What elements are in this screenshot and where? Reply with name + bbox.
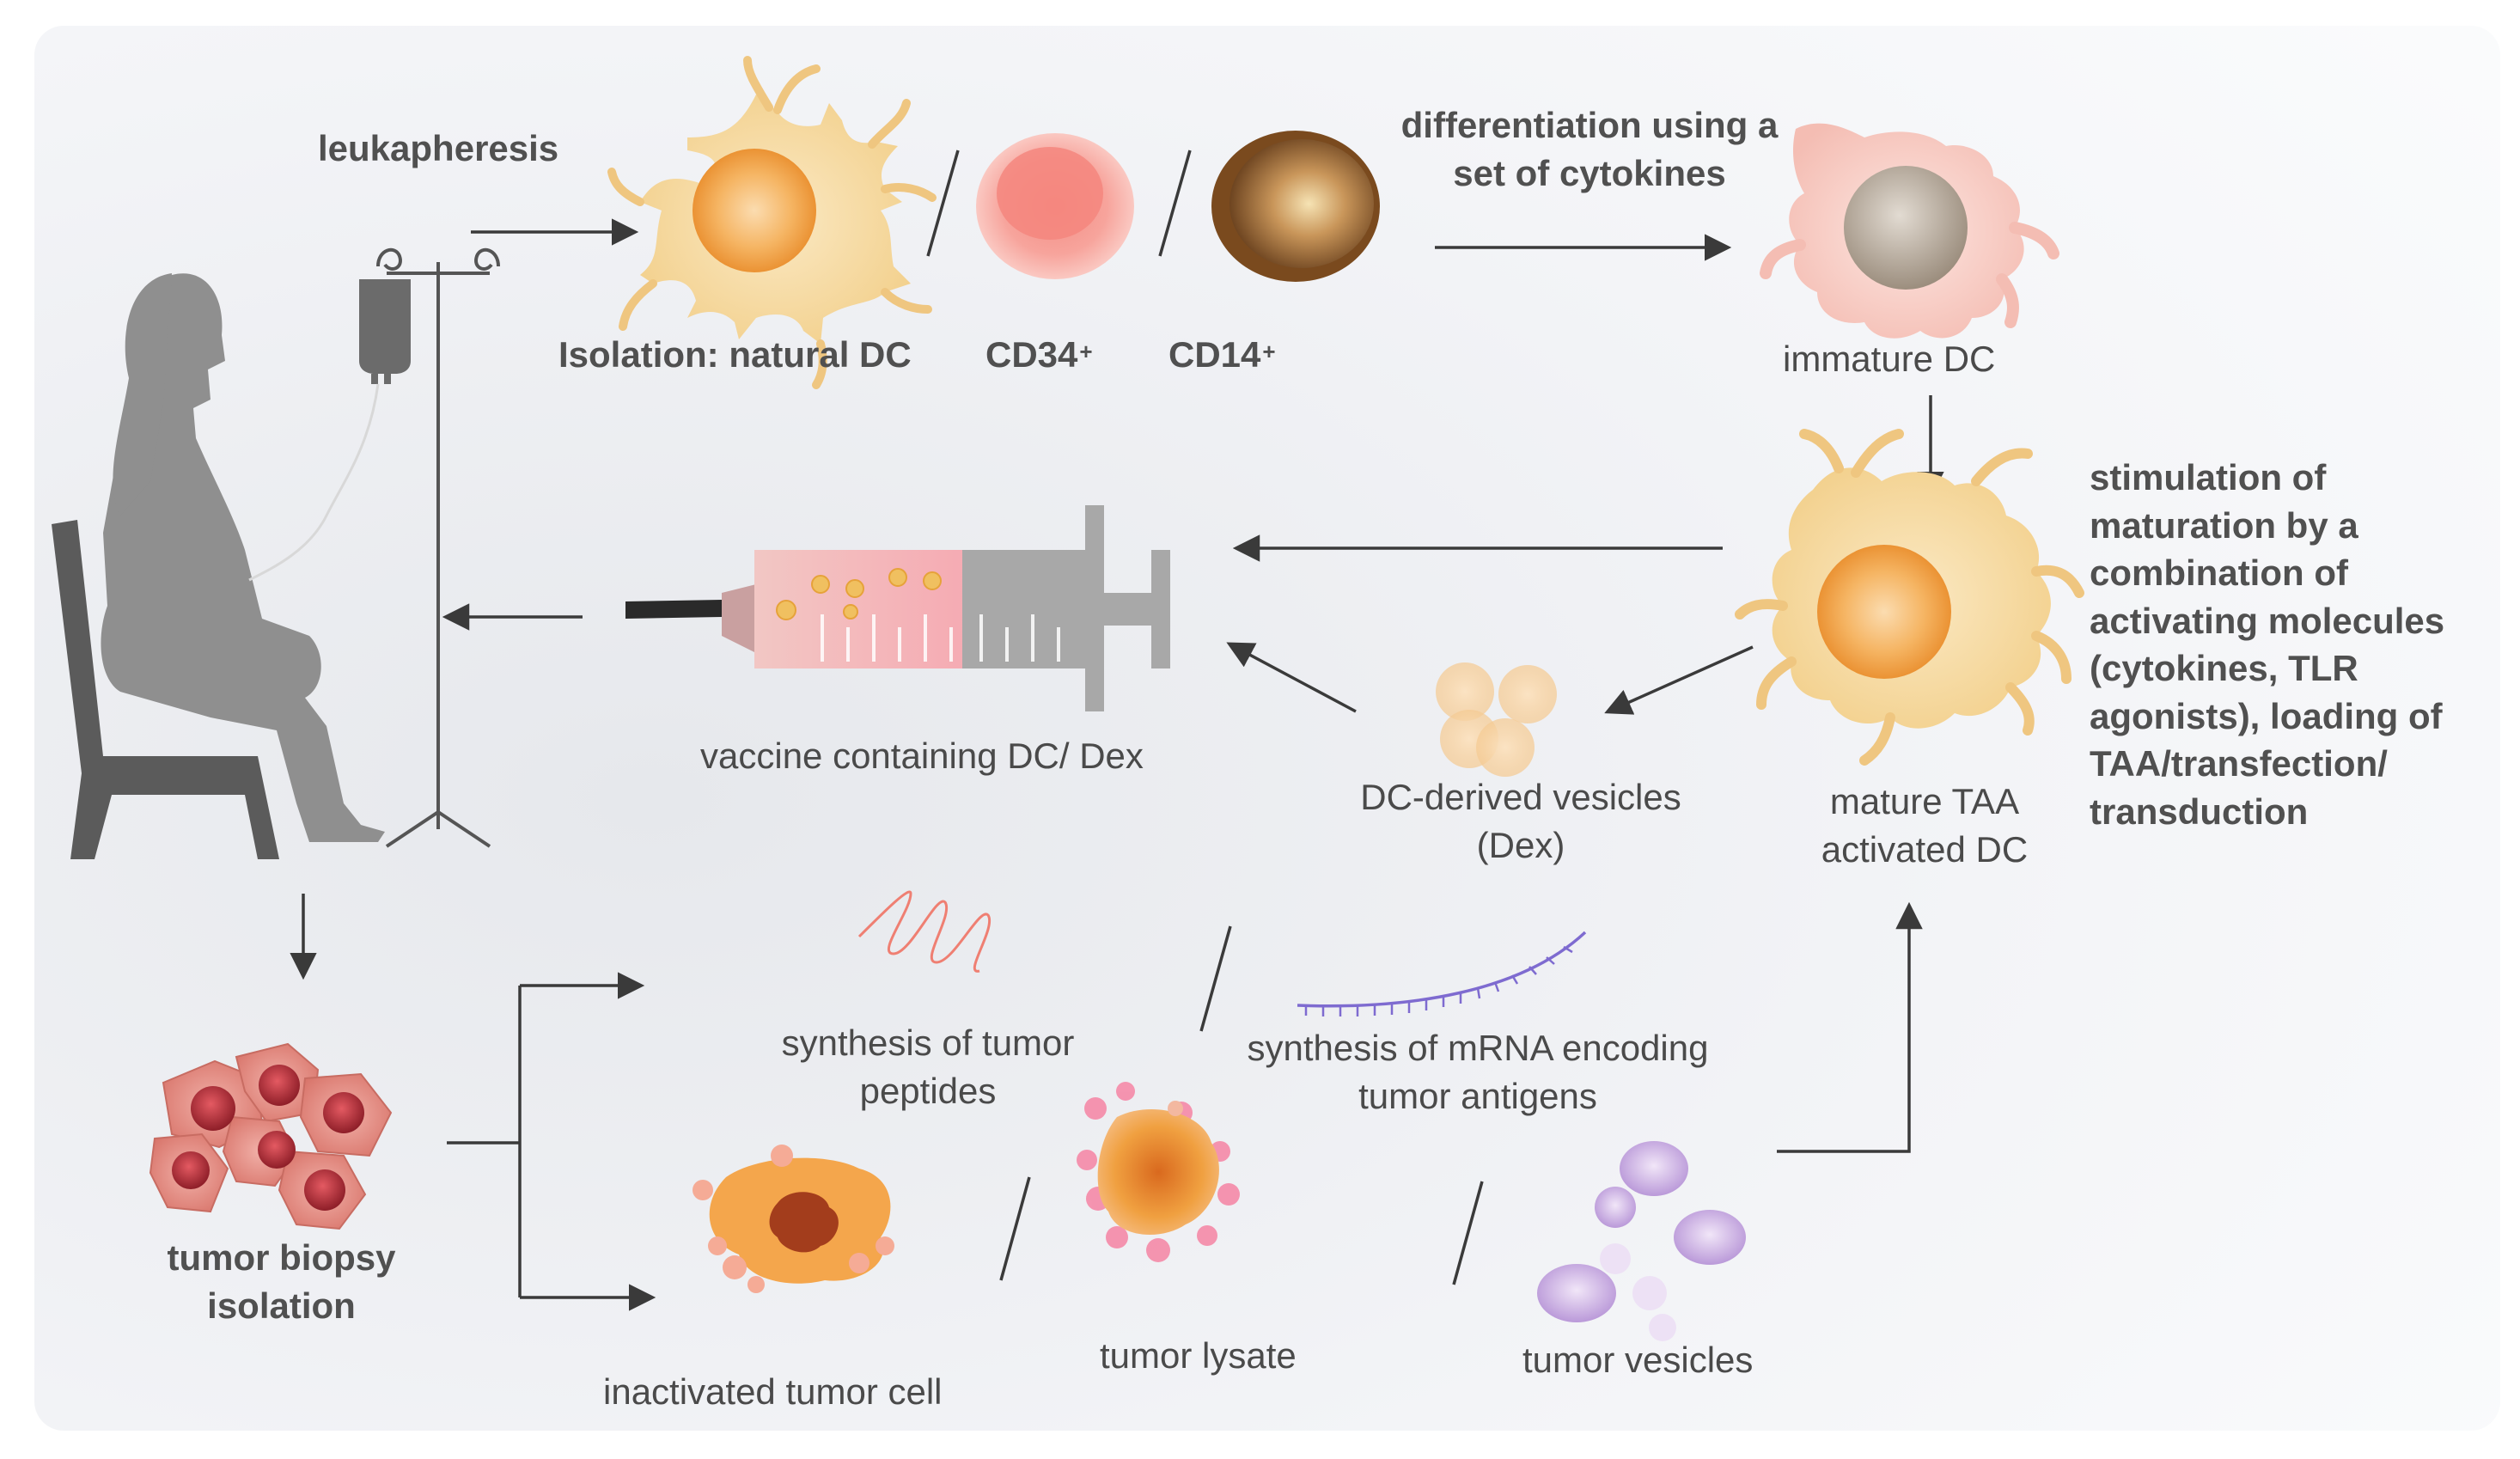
- flow-arrows: [290, 218, 1944, 1311]
- dex-vesicles: [1436, 662, 1557, 777]
- tumor-lysate-label: tumor lysate: [1100, 1335, 1297, 1376]
- mrna-line-1: synthesis of mRNA encoding: [1247, 1028, 1709, 1068]
- peptides-line-1: synthesis of tumor: [781, 1023, 1075, 1063]
- peptides-label: synthesis of tumor peptides: [752, 1019, 1104, 1115]
- mrna-line-2: tumor antigens: [1358, 1076, 1597, 1116]
- differentiation-label: differentiation using a set of cytokines: [1366, 101, 1813, 198]
- stimulation-line: (cytokines, TLR: [2090, 648, 2358, 688]
- mrna-label: synthesis of mRNA encoding tumor antigen…: [1220, 1024, 1736, 1120]
- cd14-superscript: +: [1262, 339, 1276, 364]
- inactivated-tumor-cell-label: inactivated tumor cell: [603, 1371, 943, 1412]
- leukapheresis-label: leukapheresis: [318, 128, 559, 168]
- immature-dc-label: immature DC: [1783, 339, 1996, 379]
- background-panel: [34, 26, 2500, 1431]
- natural-dc-cell: [607, 56, 937, 389]
- stimulation-line: combination of: [2090, 552, 2348, 593]
- syringe: [625, 505, 1170, 711]
- tumor-vesicles: [1537, 1141, 1746, 1341]
- immature-dc-cell: [1760, 123, 2059, 339]
- stimulation-line: agonists), loading of: [2090, 695, 2443, 736]
- dex-line-2: (Dex): [1476, 825, 1565, 865]
- peptides-line-2: peptides: [859, 1071, 997, 1111]
- iv-stand: [248, 247, 500, 848]
- stimulation-line: stimulation of: [2090, 457, 2327, 498]
- vaccine-label: vaccine containing DC/ Dex: [700, 736, 1144, 776]
- cd14-label: CD14+: [1168, 331, 1276, 379]
- cd34-label: CD34+: [985, 331, 1093, 379]
- isolation-natural-dc-label: Isolation: natural DC: [558, 334, 912, 375]
- mrna-strand: [1297, 931, 1587, 1016]
- cd34-cell: [976, 133, 1134, 279]
- differentiation-line-2: set of cytokines: [1453, 153, 1726, 193]
- cd14-cell: [1211, 131, 1380, 282]
- tumor-vesicles-label: tumor vesicles: [1522, 1340, 1754, 1380]
- tumor-biopsy-line-2: isolation: [207, 1285, 356, 1326]
- cd34-superscript: +: [1079, 339, 1093, 364]
- mature-dc-label: mature TAA activated DC: [1787, 778, 2062, 874]
- mature-dc-cell: [1735, 429, 2084, 766]
- separator-slashes: [926, 150, 1484, 1285]
- mature-dc-line-2: activated DC: [1821, 829, 2029, 870]
- dex-label: DC-derived vesicles (Dex): [1323, 773, 1718, 870]
- cd14-text: CD14: [1168, 334, 1261, 375]
- dex-line-1: DC-derived vesicles: [1360, 777, 1681, 817]
- stimulation-line: TAA/transfection/: [2090, 743, 2388, 784]
- stimulation-line: transduction: [2090, 791, 2309, 832]
- tumor-biopsy-line-1: tumor biopsy: [167, 1237, 396, 1278]
- differentiation-line-1: differentiation using a: [1400, 105, 1779, 145]
- tumor-biopsy-cells: [149, 1042, 393, 1230]
- tumor-lysate: [1077, 1082, 1240, 1262]
- inactivated-tumor-cell: [693, 1145, 894, 1293]
- stimulation-line: maturation by a: [2090, 504, 2358, 546]
- mature-dc-line-1: mature TAA: [1829, 781, 2020, 821]
- stimulation-label: stimulation of maturation by a combinati…: [2090, 454, 2444, 835]
- cd34-text: CD34: [985, 334, 1078, 375]
- tumor-biopsy-label: tumor biopsy isolation: [142, 1234, 421, 1330]
- patient-silhouette: [52, 273, 385, 859]
- stimulation-line: activating molecules: [2090, 600, 2445, 641]
- peptide-strand: [857, 890, 992, 973]
